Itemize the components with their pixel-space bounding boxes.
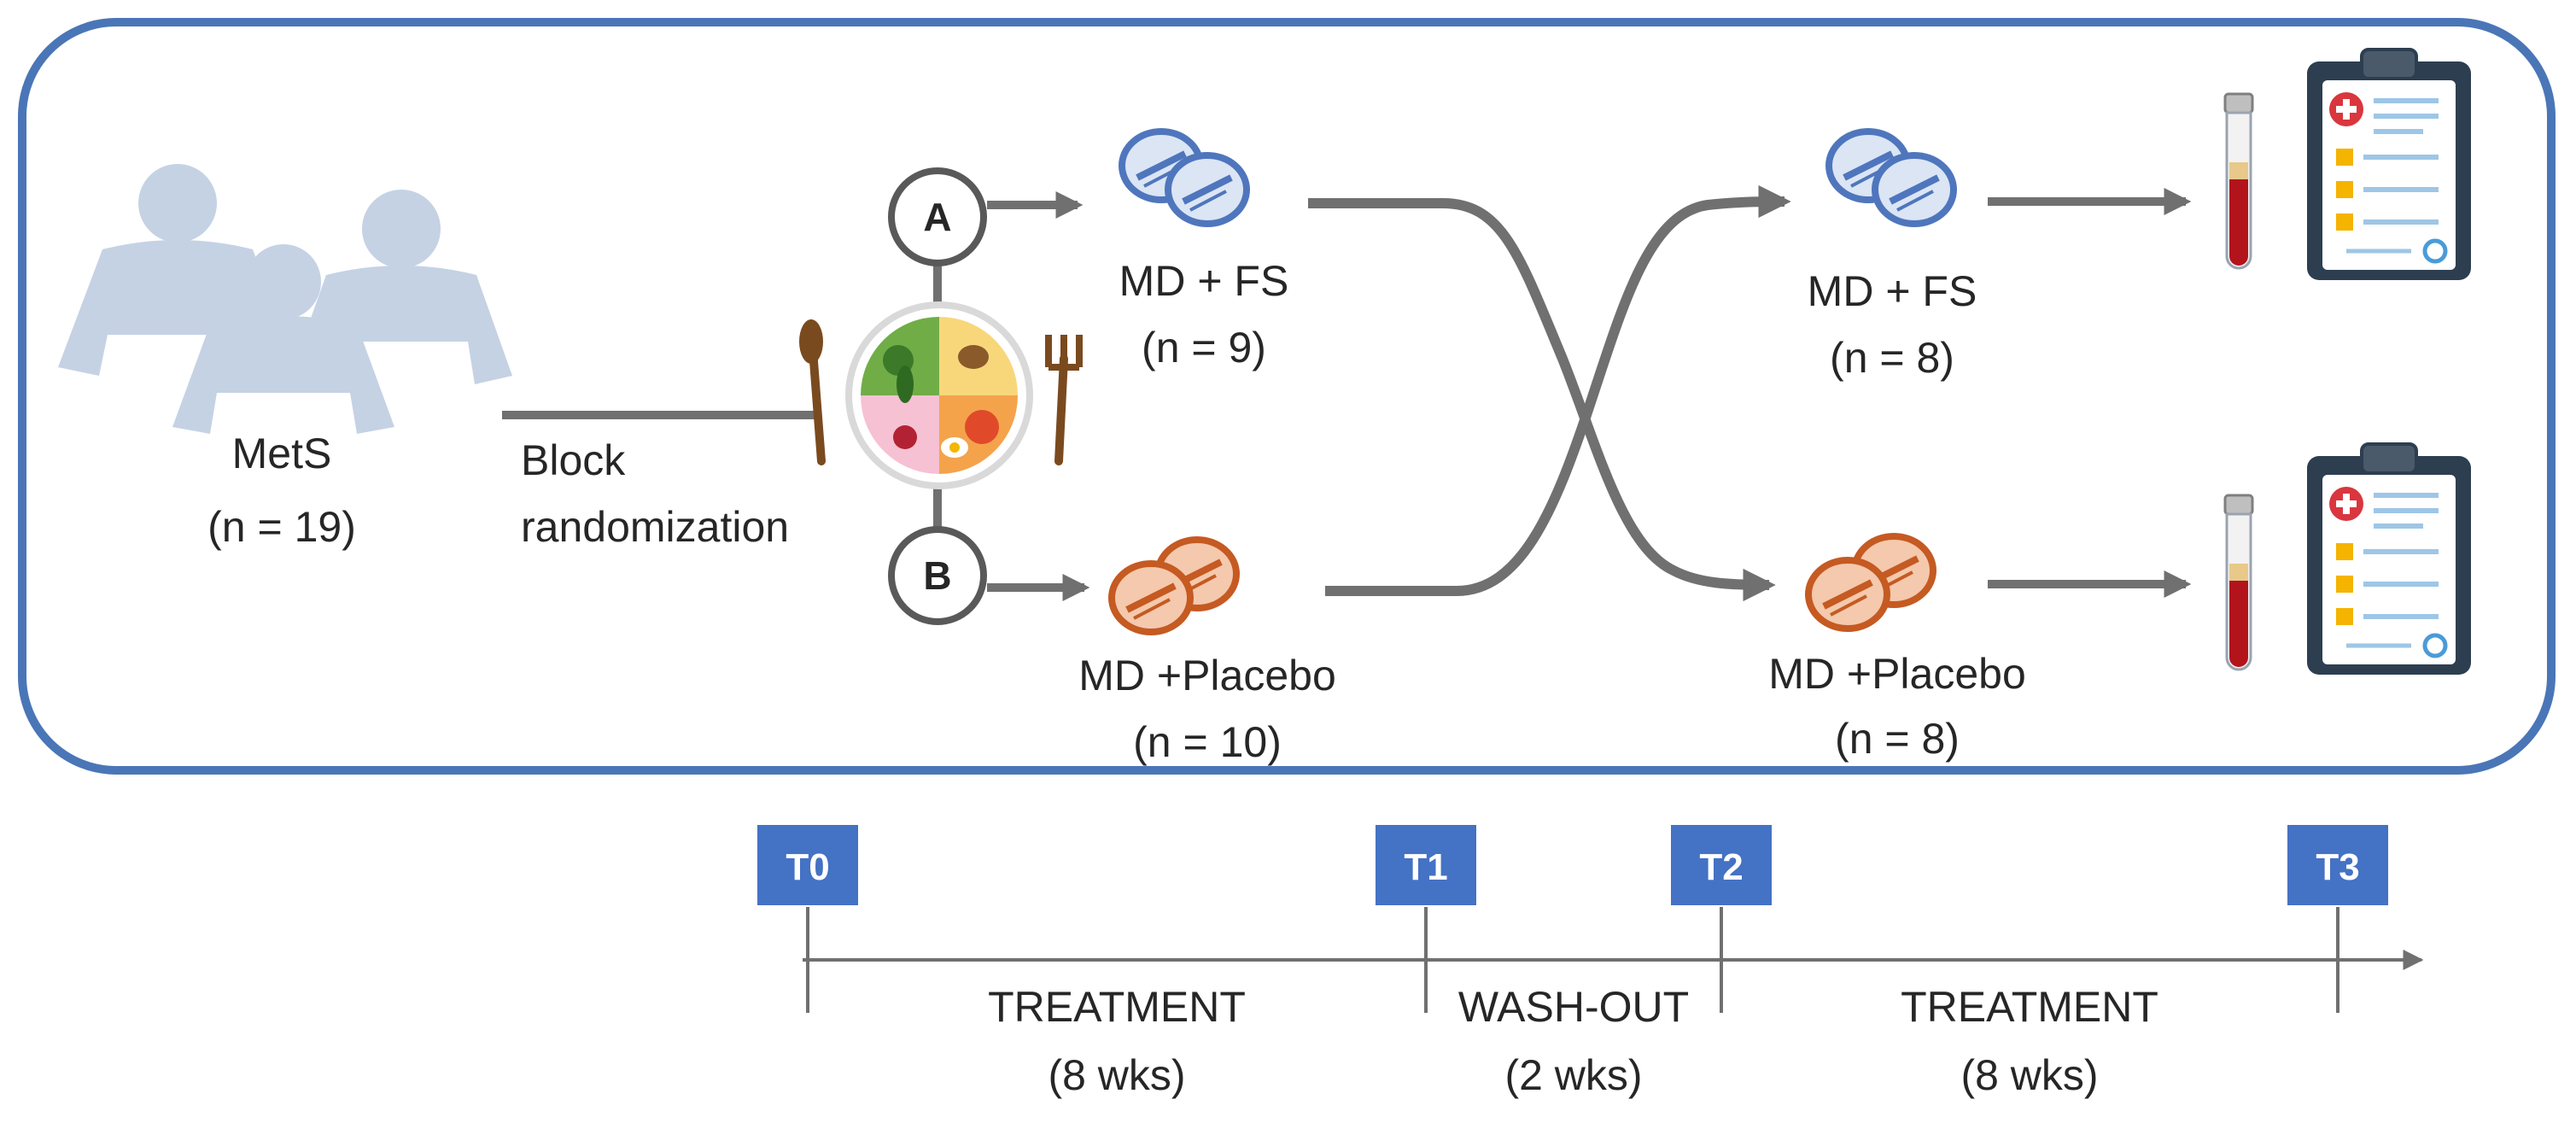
crossover-top-count: (n = 8) — [1830, 334, 1954, 382]
timepoint-box-t1 — [1376, 825, 1476, 905]
blood-tube-icon — [2223, 92, 2254, 270]
crossover-curve-a-to-bottom — [1308, 198, 1776, 602]
population-count: (n = 19) — [207, 503, 356, 551]
arm-a-circle — [888, 167, 987, 266]
arm-a-letter: A — [923, 195, 951, 239]
arm-b-circle — [888, 526, 987, 625]
timepoint-box-t3 — [2287, 825, 2388, 905]
crossover-bottom-label: MD +Placebo — [1768, 650, 2026, 698]
randomization-label-line1: Block — [521, 436, 626, 484]
pill-blue-icon-crossover — [1829, 132, 1954, 224]
clipboard-icon — [2307, 50, 2471, 280]
pill-orange-icon-crossover — [1808, 536, 1933, 629]
phase-label-3: TREATMENT — [1901, 983, 2158, 1031]
clipboard-icon — [2307, 444, 2471, 675]
arm-b-letter: B — [923, 553, 951, 598]
arm-a-count: (n = 9) — [1142, 324, 1266, 371]
timepoint-label-t1: T1 — [1404, 846, 1447, 888]
timepoint-label-t0: T0 — [786, 846, 829, 888]
crossover-top-label: MD + FS — [1808, 267, 1977, 315]
study-frame — [18, 18, 2556, 775]
pill-orange-icon — [1112, 540, 1236, 632]
timepoint-box-t0 — [757, 825, 858, 905]
phase-duration-3: (8 wks) — [1960, 1051, 2098, 1099]
crossover-bottom-count: (n = 8) — [1835, 715, 1960, 763]
phase-duration-2: (2 wks) — [1504, 1051, 1642, 1099]
phase-duration-1: (8 wks) — [1048, 1051, 1185, 1099]
arm-b-count: (n = 10) — [1133, 718, 1282, 766]
phase-label-2: WASH-OUT — [1458, 983, 1689, 1031]
diet-plate-icon — [799, 301, 1083, 489]
people-group-icon — [58, 164, 512, 434]
population-label: MetS — [232, 430, 332, 477]
arm-a-label: MD + FS — [1119, 257, 1289, 305]
timepoint-label-t3: T3 — [2316, 846, 2359, 888]
pill-blue-icon — [1122, 132, 1247, 224]
crossover-curve-b-to-top — [1325, 184, 1791, 596]
timepoint-label-t2: T2 — [1699, 846, 1743, 888]
arm-b-label: MD +Placebo — [1078, 652, 1336, 699]
blood-tube-icon — [2223, 494, 2254, 671]
timepoint-box-t2 — [1671, 825, 1772, 905]
randomization-label-line2: randomization — [521, 503, 789, 551]
phase-label-1: TREATMENT — [988, 983, 1246, 1031]
